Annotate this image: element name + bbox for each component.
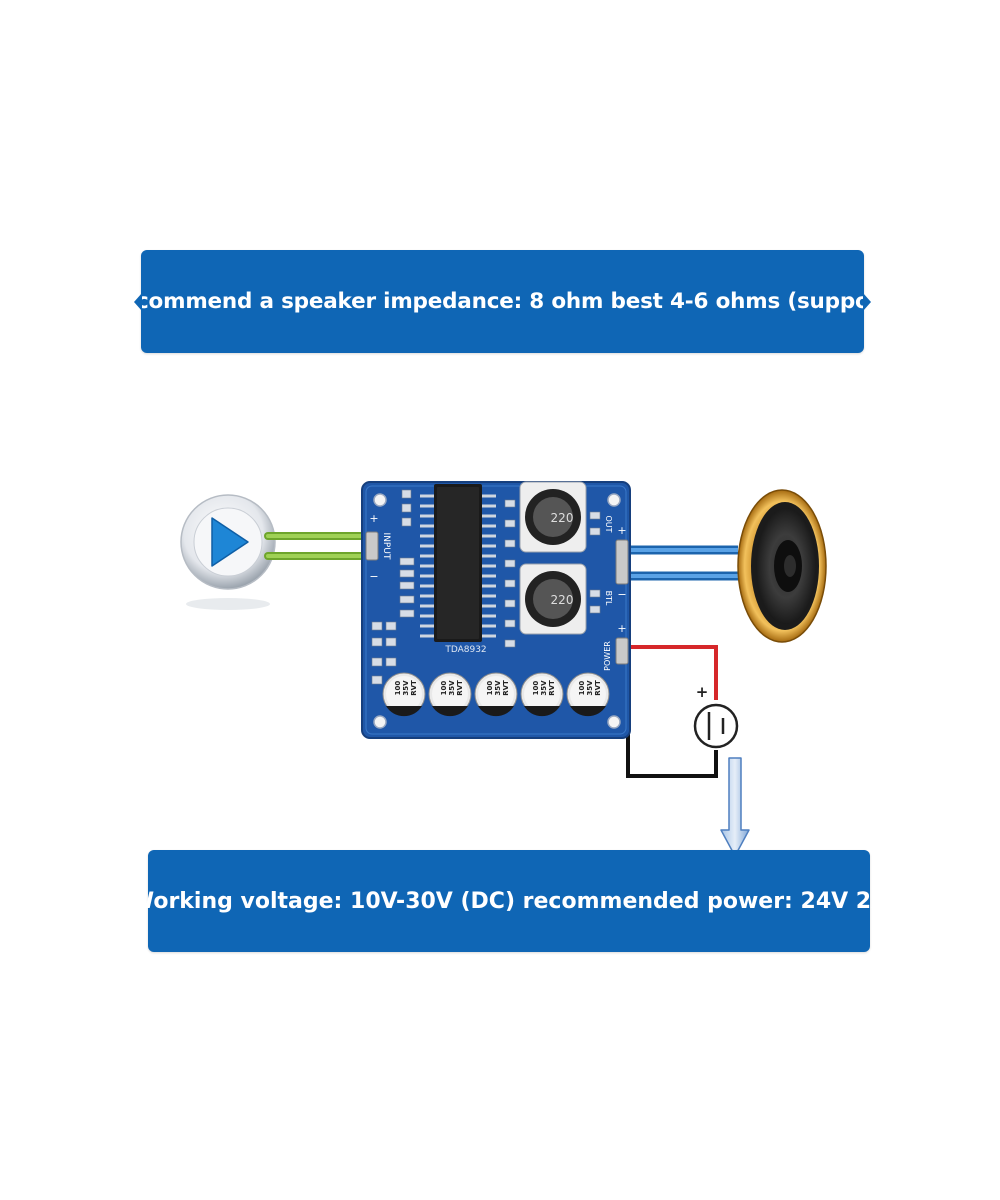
cap1-line1: 100 (394, 681, 402, 696)
amplifier-chip (420, 484, 496, 642)
cap3-line3: RVT (502, 680, 510, 696)
cap5-line1: 100 (578, 681, 586, 696)
inductor-top-label: 220 (551, 511, 574, 525)
input-plus-label: + (369, 512, 378, 525)
input-minus-label: − (369, 570, 378, 583)
working-voltage-text: Working voltage: 10V-30V (DC) recommende… (129, 888, 889, 914)
speaker-impedance-text: Recommend a speaker impedance: 8 ohm bes… (105, 289, 900, 314)
capacitor-3 (474, 672, 518, 717)
cap4-line3: RVT (548, 680, 556, 696)
inductor-top (519, 481, 587, 553)
capacitor-4 (520, 672, 564, 717)
btl-label: BTL (604, 591, 613, 606)
capacitor-2 (428, 672, 472, 717)
inductor-bottom (519, 563, 587, 635)
output-plus-label: + (617, 524, 626, 537)
down-arrow-icon (720, 757, 750, 857)
output-minus-label: − (617, 588, 626, 601)
cap1-line2: 35V (402, 680, 410, 696)
power-label: POWER (603, 641, 612, 671)
cap2-line2: 35V (448, 680, 456, 696)
input-wires (264, 532, 368, 560)
output-label: OUT (604, 515, 613, 532)
inductor-bottom-label: 220 (551, 593, 574, 607)
cap1-line3: RVT (410, 680, 418, 696)
cap5-line2: 35V (586, 680, 594, 696)
speaker-impedance-banner: Recommend a speaker impedance: 8 ohm bes… (105, 250, 900, 353)
cap4-line2: 35V (540, 680, 548, 696)
dc-source-icon (693, 703, 739, 749)
cap5-line3: RVT (594, 680, 602, 696)
power-plus-label: + (617, 622, 626, 635)
output-wires (628, 545, 738, 581)
play-icon (180, 494, 276, 610)
cap2-line1: 100 (440, 681, 448, 696)
input-label: INPUT (381, 533, 391, 560)
source-plus-label: + (696, 683, 709, 701)
amplifier-board: TDA8932 220 (361, 481, 631, 739)
speaker-icon (737, 489, 827, 643)
cap3-line2: 35V (494, 680, 502, 696)
cap2-line3: RVT (456, 680, 464, 696)
working-voltage-banner: Working voltage: 10V-30V (DC) recommende… (130, 850, 888, 952)
cap4-line1: 100 (532, 681, 540, 696)
capacitor-5 (566, 672, 610, 717)
cap3-line1: 100 (486, 681, 494, 696)
capacitor-1 (382, 672, 426, 717)
chip-label: TDA8932 (444, 645, 486, 655)
